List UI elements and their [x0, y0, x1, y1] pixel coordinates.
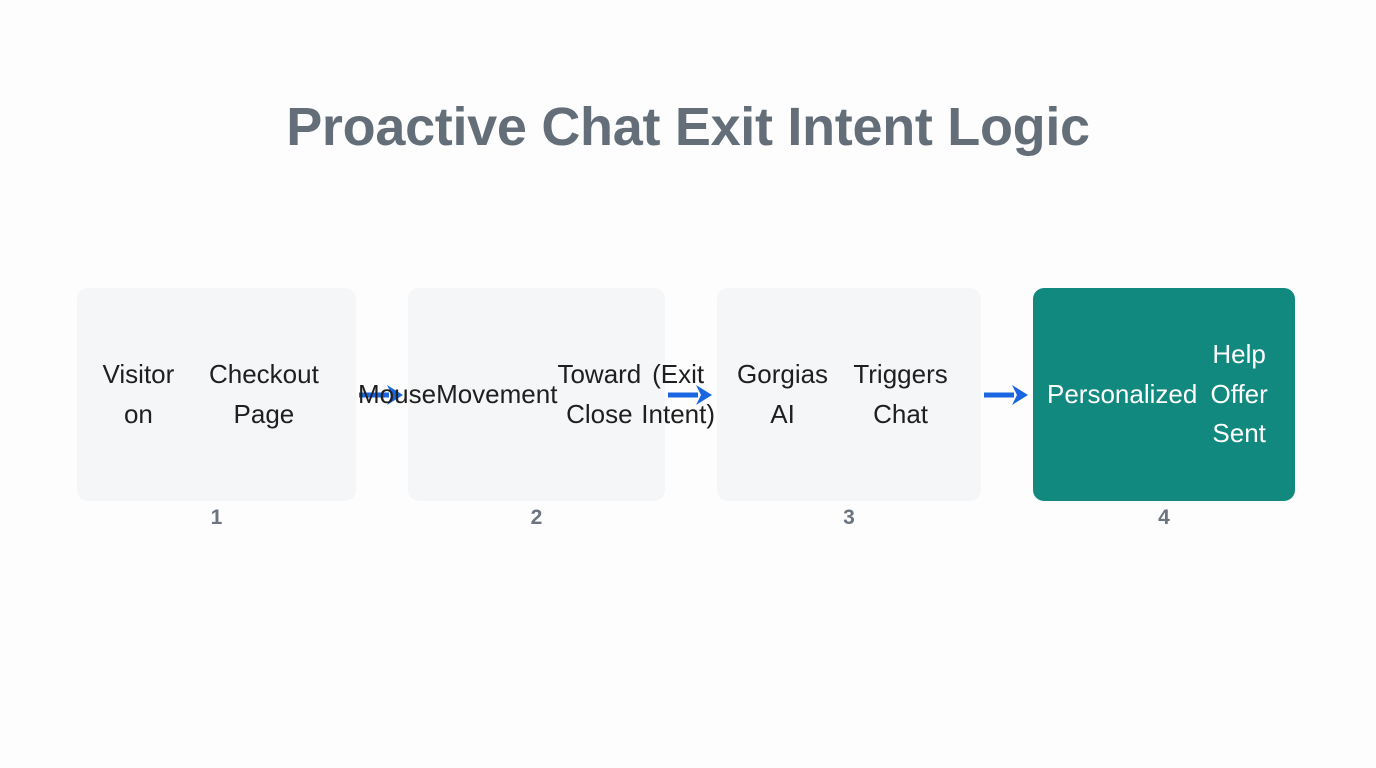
flow-step-4-number: 4	[1158, 506, 1170, 529]
flow-step-4-line-2: Help Offer Sent	[1210, 339, 1268, 449]
flow-step-2-number: 2	[530, 506, 543, 529]
flow-step-1-box[interactable]: Visitor on Checkout Page	[77, 288, 356, 501]
flow-step-3[interactable]: Gorgias AI Triggers Chat 3	[717, 288, 981, 529]
arrow-right-icon	[984, 382, 1030, 408]
flow-step-3-line-1: Gorgias AI	[737, 358, 829, 429]
arrow-right-icon	[668, 382, 714, 408]
process-flow: Visitor on Checkout Page 1 Mouse Movemen…	[77, 288, 1298, 529]
connector-1-to-2	[356, 288, 408, 501]
page-title: Proactive Chat Exit Intent Logic	[286, 97, 1090, 157]
arrow-right-icon	[359, 382, 405, 408]
flow-step-4-line-1: Personalized	[1047, 378, 1198, 409]
flow-step-2-line-4: (Exit Intent)	[641, 358, 715, 429]
flow-step-1-line-2: Checkout Page	[208, 358, 319, 429]
flow-step-2-line-3: Toward Close	[557, 358, 642, 429]
flow-step-3-box[interactable]: Gorgias AI Triggers Chat	[717, 288, 981, 501]
flow-step-4-box[interactable]: Personalized Help Offer Sent	[1033, 288, 1295, 501]
flow-step-1-line-1: Visitor on	[102, 358, 175, 429]
flow-step-3-number: 3	[843, 506, 855, 529]
connector-2-to-3	[665, 288, 717, 501]
flow-step-2-line-2: Movement	[436, 378, 558, 409]
flow-step-3-line-2: Triggers Chat	[853, 358, 948, 429]
flow-step-1-number: 1	[210, 506, 223, 529]
flow-step-4[interactable]: Personalized Help Offer Sent 4	[1033, 288, 1295, 529]
flow-step-2-line-1: Mouse	[358, 378, 437, 409]
connector-3-to-4	[981, 288, 1033, 501]
flow-step-2-box[interactable]: Mouse Movement Toward Close (Exit Intent…	[358, 288, 715, 501]
flow-step-1[interactable]: Visitor on Checkout Page 1	[77, 288, 356, 529]
flow-step-2[interactable]: Mouse Movement Toward Close (Exit Intent…	[358, 288, 715, 529]
